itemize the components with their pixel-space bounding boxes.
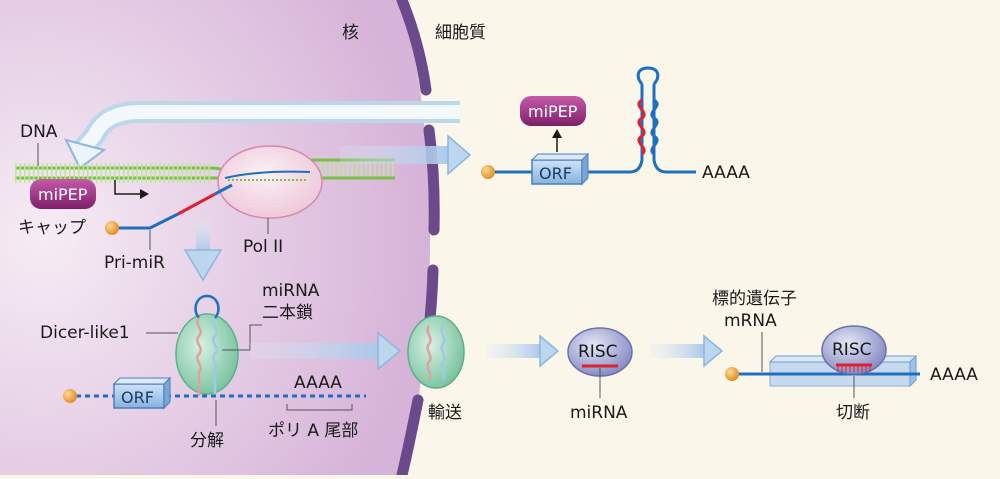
processing-down-arrow — [183, 222, 223, 282]
mipep-left-box — [30, 179, 96, 209]
mirna-hairpin-left — [194, 294, 220, 396]
orf-left-box — [112, 376, 172, 410]
aaaa-right-top-label: AAAA — [702, 163, 750, 183]
arrow-to-risc — [486, 334, 560, 368]
cap-left-bottom — [63, 389, 77, 403]
risc-right-label: RISC — [832, 340, 872, 360]
orf-left-label: ORF — [121, 388, 154, 407]
mipep-right-label: miPEP — [528, 102, 578, 121]
export-arrow-mipep — [340, 134, 472, 176]
mirna-duplex-label-line2: 二本鎖 — [262, 303, 313, 323]
nucleus-label: 核 — [342, 23, 359, 43]
polya-bracket — [286, 404, 353, 411]
orf-right-label: ORF — [539, 164, 572, 183]
degradation-label: 分解 — [190, 431, 224, 451]
aaaa-right-bottom-label: AAAA — [930, 365, 978, 385]
transport-label: 輸送 — [428, 403, 462, 423]
risc-mid-label: RISC — [578, 342, 618, 362]
mipep-right-box — [520, 96, 586, 126]
cap-left-top — [105, 221, 119, 235]
risc-complex-right — [821, 325, 887, 375]
mipep-left-label: miPEP — [38, 185, 88, 204]
cap-right-top — [481, 165, 495, 179]
cap-label: キャップ — [18, 218, 86, 238]
pri-mir-blue — [118, 212, 179, 230]
orf-right-box — [530, 152, 590, 186]
cyto-rna-top — [494, 84, 644, 174]
mirna-duplex-transport — [426, 325, 446, 381]
pol-ii-transcript — [224, 170, 311, 179]
mirna-duplex-pointer — [222, 324, 262, 351]
polya-tail-label: ポリ A 尾部 — [268, 421, 358, 441]
pri-mir-label: Pri-miR — [104, 253, 165, 273]
aaaa-left-label: AAAA — [294, 373, 342, 393]
cleavage-site — [836, 363, 872, 372]
cytoplasm-label: 細胞質 — [435, 23, 486, 43]
stem-loop-right — [636, 66, 660, 156]
dna-label: DNA — [20, 122, 58, 142]
feedback-arrow — [64, 101, 460, 170]
arrow-to-target — [650, 334, 724, 368]
target-gene-label-line2: mRNA — [724, 311, 777, 331]
cap-right-bottom — [725, 367, 739, 381]
pol-ii-label: Pol II — [243, 237, 283, 257]
mirna-duplex-label-line1: miRNA — [262, 281, 320, 301]
target-gene-label-line1: 標的遺伝子 — [712, 289, 797, 309]
transport-complex — [407, 315, 465, 389]
dicer-like1-complex — [175, 313, 239, 395]
export-arrow-mirna — [250, 331, 402, 371]
cleavage-label: 切断 — [836, 403, 870, 423]
dicer-label: Dicer-like1 — [40, 323, 130, 343]
cyto-rna-top-tail — [652, 84, 696, 174]
pri-mir-red — [177, 192, 216, 216]
pol-ii-enzyme — [217, 145, 323, 219]
transcription-start-arrow — [114, 180, 140, 195]
mirna-bottom-label: miRNA — [570, 403, 628, 423]
